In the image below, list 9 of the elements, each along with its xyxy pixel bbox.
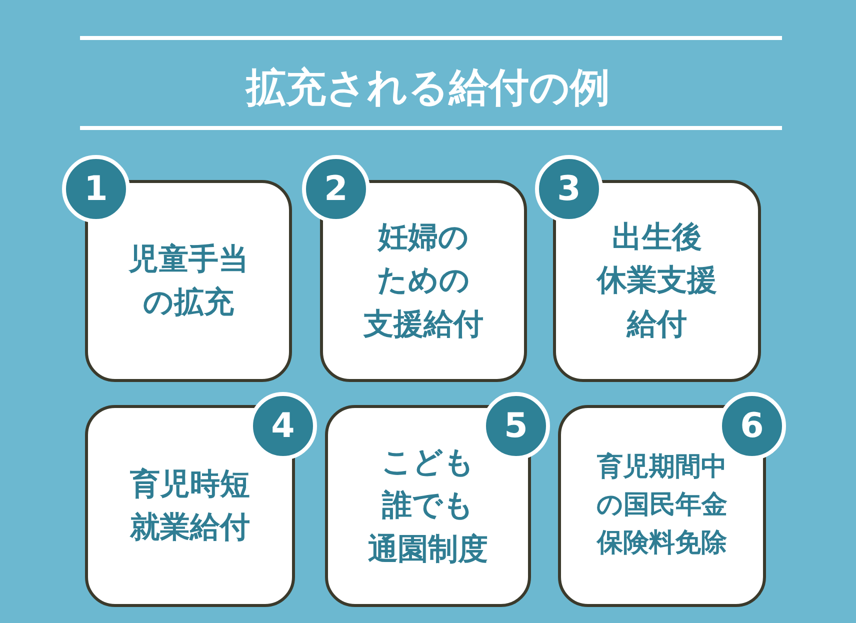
card-text: 育児時短就業給付 bbox=[130, 466, 250, 547]
text-card bbox=[325, 405, 531, 607]
title: 拡充される給付の例 bbox=[244, 64, 611, 113]
number-badge: 1 bbox=[62, 155, 130, 223]
text-card bbox=[558, 405, 766, 607]
card-text: 児童手当の拡充 bbox=[128, 240, 248, 322]
text-card bbox=[85, 405, 295, 607]
number-badge: 3 bbox=[535, 155, 603, 223]
number-badge: 2 bbox=[302, 155, 370, 223]
